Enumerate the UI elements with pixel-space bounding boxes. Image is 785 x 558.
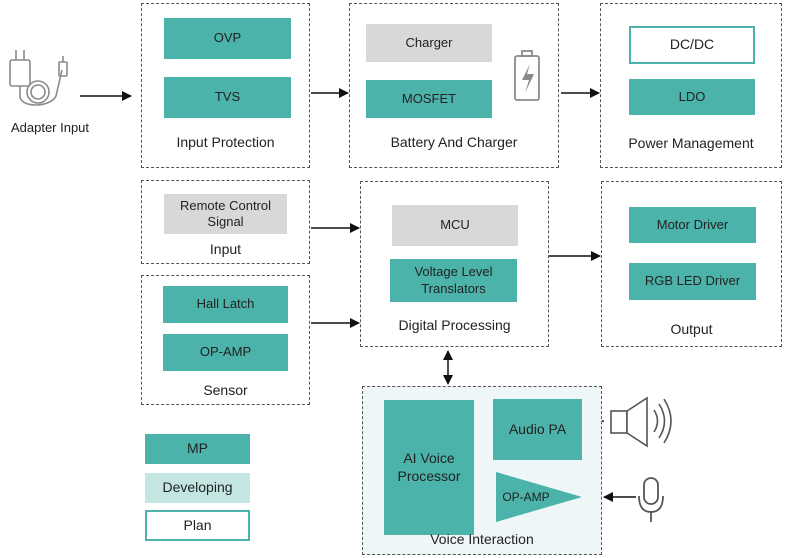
input-title: Input [209,241,242,257]
mosfet-block: MOSFET [366,80,492,118]
battery-charger-title: Battery And Charger [390,134,518,150]
power-adapter-icon [9,50,68,106]
legend-plan: Plan [145,510,250,541]
output-title: Output [670,321,713,337]
voltage-level-translators-block: Voltage Level Translators [390,259,517,302]
sensor-group: Hall Latch OP-AMP Sensor [141,275,310,405]
hall-latch-block: Hall Latch [163,286,288,323]
legend-developing: Developing [145,473,250,503]
voice-interaction-group: AI Voice Processor Audio PA OP-AMP Voice… [362,386,602,555]
battery-charger-group: Charger MOSFET Battery And Charger [349,3,559,168]
dcdc-block: DC/DC [629,26,755,64]
legend-mp: MP [145,434,250,464]
motor-driver-block: Motor Driver [629,207,756,243]
input-protection-group: OVP TVS Input Protection [141,3,310,168]
ovp-block: OVP [164,18,291,59]
sensor-opamp-block: OP-AMP [163,334,288,371]
digital-processing-group: MCU Voltage Level Translators Digital Pr… [360,181,549,347]
voice-opamp-triangle [496,472,582,522]
ai-voice-processor-block: AI Voice Processor [384,400,474,535]
tvs-block: TVS [164,77,291,118]
battery-icon [514,50,540,101]
power-management-title: Power Management [628,135,754,151]
input-group: Remote Control Signal Input [141,180,310,264]
power-management-group: DC/DC LDO Power Management [600,3,782,168]
input-protection-title: Input Protection [176,134,275,150]
remote-control-signal-block: Remote Control Signal [164,194,287,234]
output-group: Motor Driver RGB LED Driver Output [601,181,782,347]
rgb-led-driver-block: RGB LED Driver [629,263,756,300]
sensor-title: Sensor [203,382,248,398]
microphone-icon [638,477,664,522]
adapter-input-label: Adapter Input [10,120,90,135]
voice-interaction-title: Voice Interaction [430,531,534,547]
ldo-block: LDO [629,79,755,115]
digital-processing-title: Digital Processing [398,317,511,333]
charger-block: Charger [366,24,492,62]
voice-opamp-label: OP-AMP [502,489,550,504]
speaker-icon [610,396,672,448]
mcu-block: MCU [392,205,518,246]
audio-pa-block: Audio PA [493,399,582,460]
